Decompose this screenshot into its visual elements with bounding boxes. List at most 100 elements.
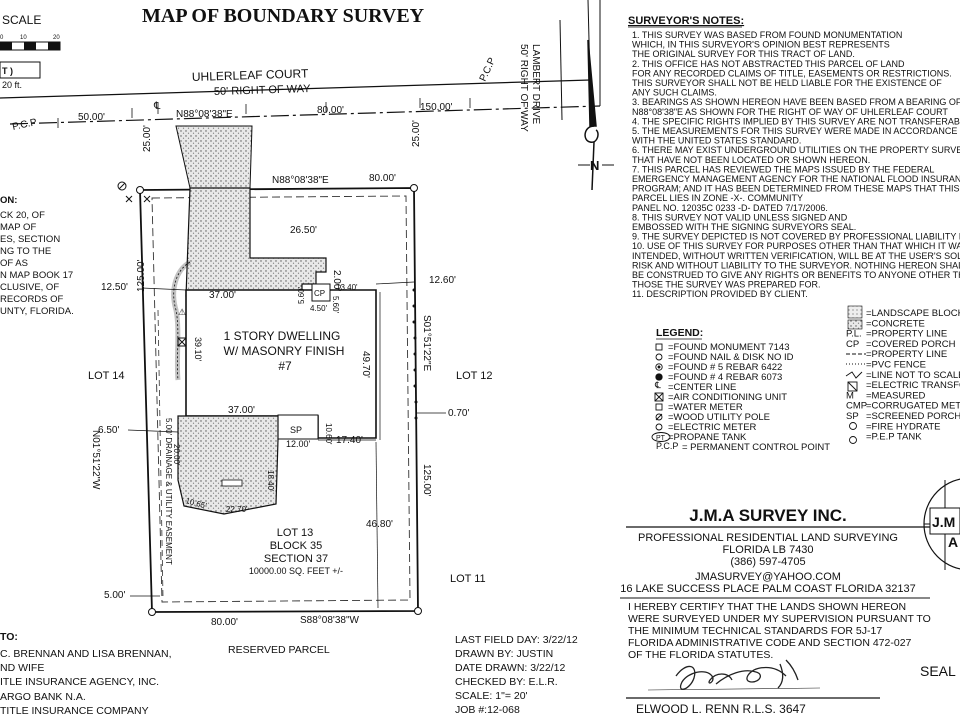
- note-line: 2. THIS OFFICE HAS NOT ABSTRACTED THIS P…: [632, 59, 905, 69]
- legend-item: =LANDSCAPE BLOCKS: [866, 308, 960, 319]
- corner-markers: [136, 184, 422, 616]
- svg-text:CK 20, OF: CK 20, OF: [0, 210, 45, 221]
- note-line: PANEL NO. 12035C 0233 -D- DATED 7/17/200…: [632, 203, 828, 213]
- legend-prefix: CMP: [846, 401, 867, 412]
- legend-item: = PERMANENT CONTROL POINT: [682, 442, 830, 453]
- legend-item: =LINE NOT TO SCALE: [866, 370, 960, 381]
- dim-12-60: 12.60': [429, 275, 456, 286]
- note-line: INTENDED, WITHOUT WRITTEN VERIFICATION, …: [632, 251, 960, 261]
- dim-125-right: 125.00': [421, 464, 432, 497]
- scale-tick-10: 10: [20, 35, 27, 41]
- found-monument-icon: [655, 343, 663, 351]
- legal-description: ON: CK 20, OF MAP OF ES, SECTION NG TO T…: [0, 195, 74, 317]
- legend-item: =WATER METER: [668, 402, 743, 413]
- svg-text:ND WIFE: ND WIFE: [0, 662, 44, 674]
- note-line: 10. USE OF THIS SURVEY FOR PURPOSES OTHE…: [632, 241, 960, 251]
- svg-text:WERE SURVEYED UNDER MY SUPERVI: WERE SURVEYED UNDER MY SUPERVISION PURSU…: [628, 613, 931, 625]
- ac-unit-icon: [654, 392, 664, 402]
- easement-line: [157, 309, 164, 599]
- note-line: 7. THIS PARCEL HAS REVIEWED THE MAPS ISS…: [632, 164, 934, 174]
- svg-text:ITLE INSURANCE AGENCY, INC.: ITLE INSURANCE AGENCY, INC.: [0, 676, 159, 688]
- svg-text:J.M: J.M: [932, 514, 955, 530]
- note-line: PROGRAM; AND IT HAS BEEN DETERMINED FROM…: [632, 184, 960, 194]
- front-porch-concrete: [185, 187, 327, 297]
- dim-13-40: 13.40': [336, 283, 358, 292]
- note-line: WITH THE UNITED STATES STANDARD.: [632, 136, 801, 146]
- svg-text:MAP OF: MAP OF: [0, 222, 36, 233]
- driveway: [175, 125, 253, 189]
- legend-right-symbols: [845, 305, 866, 444]
- section-label: SECTION 37: [264, 553, 328, 565]
- street-name-lambert: LAMBERT DRIVE: [530, 44, 541, 125]
- note-line: PARCEL LIES IN ZONE -X-. COMMUNITY: [632, 193, 803, 203]
- note-line: 6. THERE MAY EXIST UNDERGROUND UTILITIES…: [632, 145, 960, 155]
- street-row-uhlerleaf: 50' RIGHT OF WAY: [214, 83, 312, 98]
- map-title: MAP OF BOUNDARY SURVEY: [142, 5, 425, 27]
- propane-prefix: PT: [656, 435, 666, 442]
- lot-13-label: LOT 13: [277, 527, 314, 539]
- legend-item: =ELECTRIC METER: [668, 422, 757, 433]
- svg-text:OF AS: OF AS: [0, 258, 28, 269]
- north-arrow-icon: [584, 39, 599, 191]
- scale-tick-20: 20: [53, 35, 60, 41]
- street-row-lambert: 50' RIGHT OF WAY: [518, 44, 529, 132]
- air-conditioning-unit-icon: [177, 337, 187, 347]
- note-line: THIS SURVEYOR SHALL NOT BE HELD LIABLE F…: [632, 78, 942, 88]
- scale-bar: 0 10 20 T ) 20 ft.: [0, 35, 61, 90]
- svg-text:TO:: TO:: [0, 631, 18, 643]
- legend-item: =CENTER LINE: [668, 382, 736, 393]
- note-line: BE CONSTRUED TO GIVE ANY RIGHTS OR BENEF…: [632, 270, 960, 280]
- legend-item: =PROPANE TANK: [668, 432, 747, 443]
- legend-item: =FOUND NAIL & DISK NO ID: [668, 352, 794, 363]
- dim-125-left: 125.00': [136, 259, 147, 292]
- dim-25-left: 25.00': [142, 125, 153, 152]
- surveyor-signature: [647, 659, 821, 691]
- dim-26-50: 26.50': [290, 225, 317, 236]
- legend-left: =FOUND MONUMENT 7143=FOUND NAIL & DISK N…: [668, 342, 830, 453]
- rebar-4-icon: [655, 373, 663, 381]
- note-line: EMERGENCY MANAGEMENT AGENCY FOR THE NATI…: [632, 174, 960, 184]
- utility-pole-icon: [655, 413, 663, 421]
- note-line: THOSE THE SURVEY WAS PREPARED FOR.: [632, 280, 821, 290]
- legend-item: =FOUND # 4 REBAR 6073: [668, 372, 782, 383]
- svg-text:OF THE FLORIDA STATUTES.: OF THE FLORIDA STATUTES.: [628, 649, 773, 661]
- company-license: FLORIDA LB 7430: [722, 544, 813, 556]
- svg-text:I HEREBY CERTIFY THAT THE LAND: I HEREBY CERTIFY THAT THE LANDS SHOWN HE…: [628, 601, 906, 613]
- dim-12-50: 12.50': [101, 282, 128, 293]
- pep-tank-icon: [849, 436, 857, 444]
- row-tick-marks: [57, 98, 471, 128]
- note-line: ANY SUCH CLAIMS.: [632, 88, 717, 98]
- street-name-uhlerleaf: UHLERLEAF COURT: [192, 66, 310, 84]
- svg-text:NG TO THE: NG TO THE: [0, 246, 51, 257]
- company-address: 16 LAKE SUCCESS PLACE PALM COAST FLORIDA…: [620, 583, 916, 595]
- dim-6-50: 6.50': [98, 425, 119, 436]
- svg-text:ARGO BANK N.A.: ARGO BANK N.A.: [0, 691, 86, 703]
- dim-10-60: 10.60': [324, 423, 333, 445]
- dim-20-00: 20.00': [172, 444, 181, 466]
- pcp-left: P.C.P: [11, 117, 38, 133]
- dim-5-60b: 5.60': [331, 296, 340, 314]
- legend-right: =LANDSCAPE BLOCKS=CONCRETEP.L.=PROPERTY …: [846, 308, 960, 443]
- svg-text:DRAWN BY: JUSTIN: DRAWN BY: JUSTIN: [455, 648, 553, 660]
- svg-text:DATE DRAWN: 3/22/12: DATE DRAWN: 3/22/12: [455, 662, 565, 674]
- dim-37-mid: 37.00': [228, 405, 255, 416]
- reserved-parcel: RESERVED PARCEL: [228, 644, 330, 656]
- legend-item: =CONCRETE: [866, 318, 925, 329]
- propane-tank-icon: [651, 432, 671, 442]
- bearing-left: N01°51'22"W: [90, 430, 101, 490]
- legend-item: =WOOD UTILITY POLE: [668, 412, 770, 423]
- note-line: 5. THE MEASUREMENTS FOR THIS SURVEY WERE…: [632, 126, 957, 136]
- svg-text:C. BRENNAN AND LISA BRENNAN,: C. BRENNAN AND LISA BRENNAN,: [0, 648, 172, 660]
- pole-symbols: [117, 181, 151, 203]
- line-not-to-scale-icon: [845, 371, 863, 379]
- dim-37-top: 37.00': [209, 290, 236, 301]
- electric-meter-icon: [655, 423, 663, 431]
- scale-tick-0: 0: [0, 35, 4, 41]
- legend-item: =FOUND MONUMENT 7143: [668, 342, 790, 353]
- dim-80-bottom: 80.00': [211, 617, 238, 628]
- bearing-top: N88°08'38"E: [272, 175, 329, 186]
- dim-39-10: 39.10': [193, 337, 203, 362]
- dim-49-70: 49.70': [360, 351, 371, 378]
